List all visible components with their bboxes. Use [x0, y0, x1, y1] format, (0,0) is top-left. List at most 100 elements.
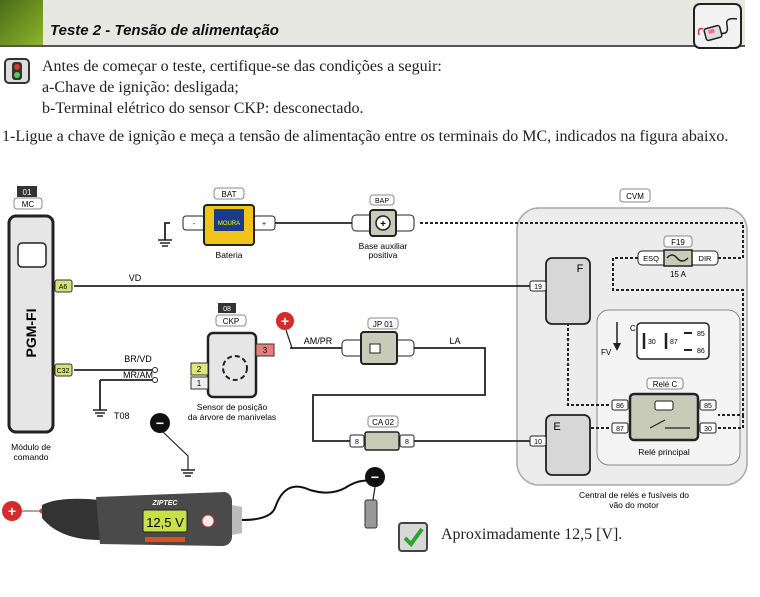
wire-mram: MR/AM [123, 370, 153, 380]
svg-text:85: 85 [704, 403, 712, 410]
ground-label: T08 [114, 411, 130, 421]
svg-text:E: E [553, 421, 560, 433]
ckp-pin-2 [190, 362, 209, 376]
meter-positive-icon [2, 501, 22, 521]
wire-la: LA [449, 336, 460, 346]
pin-10 [529, 435, 547, 447]
ckp-body [206, 331, 258, 399]
mc-caption-2: comando [14, 452, 49, 462]
prerequisite-heading: Antes de começar o teste, certifique-se … [42, 58, 442, 75]
svg-text:+: + [380, 219, 386, 230]
svg-text:87: 87 [616, 426, 624, 433]
svg-text:86: 86 [616, 403, 624, 410]
result-text: Aproximadamente 12,5 [V]. [441, 526, 623, 543]
pin-c32-label: C32 [57, 368, 70, 375]
probe-ground-icon [181, 469, 195, 477]
battery-tag-box [213, 187, 245, 200]
ca02-pin-right [399, 434, 415, 448]
ca02-tag: CA 02 [372, 418, 394, 427]
svg-text:C: C [630, 324, 636, 333]
svg-text:+: + [281, 313, 289, 329]
bap-caption-1: Base auxiliar [359, 241, 408, 251]
bap-tag-box [369, 194, 395, 206]
fuse-icon [663, 249, 693, 267]
svg-text:F: F [577, 263, 584, 275]
terminal-brvd [152, 367, 158, 373]
page-title: Teste 2 - Tensão de alimentação [50, 22, 279, 39]
bap-caption-2: positiva [369, 250, 398, 260]
fuse-rating: 15 A [670, 270, 687, 279]
wire-vd: VD [129, 273, 142, 283]
jp01-tag-box [367, 317, 399, 330]
ckp-tag-box [215, 314, 247, 327]
ca02-pin-left [349, 434, 365, 448]
svg-text:8: 8 [405, 439, 409, 446]
prerequisites: Antes de começar o teste, certifique-se … [42, 56, 442, 119]
battery-ground-icon [158, 239, 172, 247]
battery-tag: BAT [222, 190, 237, 199]
svg-text:F19: F19 [671, 238, 685, 247]
ckp-pin-2-label: 2 [197, 365, 202, 374]
relay-coil-icon [654, 400, 674, 411]
wire-ampr: AM/PR [304, 336, 333, 346]
mc-number-box [17, 186, 37, 197]
svg-text:30: 30 [704, 426, 712, 433]
svg-text:85: 85 [697, 331, 705, 338]
relay-pin-87 [611, 422, 629, 434]
svg-text:8: 8 [355, 439, 359, 446]
mc-module [7, 214, 55, 434]
mc-tag-box [13, 197, 43, 210]
cvm-caption-2: vão do motor [609, 500, 659, 510]
meter-brand: ZIPTEC [152, 500, 179, 507]
relay-caption: Relé principal [638, 447, 690, 457]
cvm-tag: CVM [626, 192, 644, 201]
ckp-pin-1 [190, 376, 209, 390]
negative-probe-icon [150, 413, 170, 433]
battery-logo [214, 209, 244, 231]
solid-wires [74, 222, 530, 442]
prerequisite-item: b-Terminal elétrico do sensor CKP: desco… [42, 100, 364, 117]
ca02-tag-box [367, 415, 399, 428]
pin-19 [529, 280, 547, 292]
relay-tag-box [646, 377, 684, 390]
mc-caption-1: Módulo de [11, 442, 51, 452]
cvm-tag-box [619, 188, 651, 203]
prerequisite-item: a-Chave de ignição: desligada; [42, 79, 239, 96]
ckp-sensor-icon [222, 355, 248, 381]
page-header: Teste 2 - Tensão de alimentação [0, 0, 745, 49]
svg-text:30: 30 [648, 339, 656, 346]
plus-circle-icon [375, 215, 391, 231]
fuse-tag-box [663, 235, 693, 248]
svg-text:Relé C: Relé C [653, 380, 678, 389]
svg-text:FV: FV [601, 348, 612, 357]
negative-probe-tip [364, 499, 378, 529]
battery-caption: Bateria [216, 250, 243, 260]
pin-a6 [54, 279, 73, 293]
pin-a6-label: A6 [59, 284, 68, 291]
ckp-caption-2: da árvore de manivelas [188, 412, 276, 422]
battery-pos: + [262, 221, 266, 228]
relay-pin-86 [611, 399, 629, 411]
ckp-pin-3 [255, 343, 275, 357]
mc-chip-icon [17, 242, 47, 268]
svg-text:87: 87 [670, 339, 678, 346]
svg-text:10: 10 [534, 439, 542, 446]
jp01-tag: JP 01 [373, 320, 394, 329]
wire-brvd: BR/VD [124, 354, 152, 364]
checkmark-icon [398, 522, 428, 552]
multimeter-icon [693, 3, 742, 49]
ground-icon [93, 409, 107, 417]
ckp-number: 08 [223, 306, 231, 313]
relay-switch-icon [649, 419, 690, 429]
cvm-caption-1: Central de relés e fusíveis do [579, 490, 689, 500]
ckp-number-box [218, 303, 236, 313]
mc-number: 01 [23, 188, 32, 197]
ca02-body [364, 431, 400, 451]
relay-pin-85 [699, 399, 717, 411]
terminal-mram [152, 377, 158, 383]
svg-text:86: 86 [697, 348, 705, 355]
ckp-caption-1: Sensor de posição [197, 402, 268, 412]
positive-probe-icon [276, 312, 294, 330]
svg-text:−: − [371, 469, 379, 485]
